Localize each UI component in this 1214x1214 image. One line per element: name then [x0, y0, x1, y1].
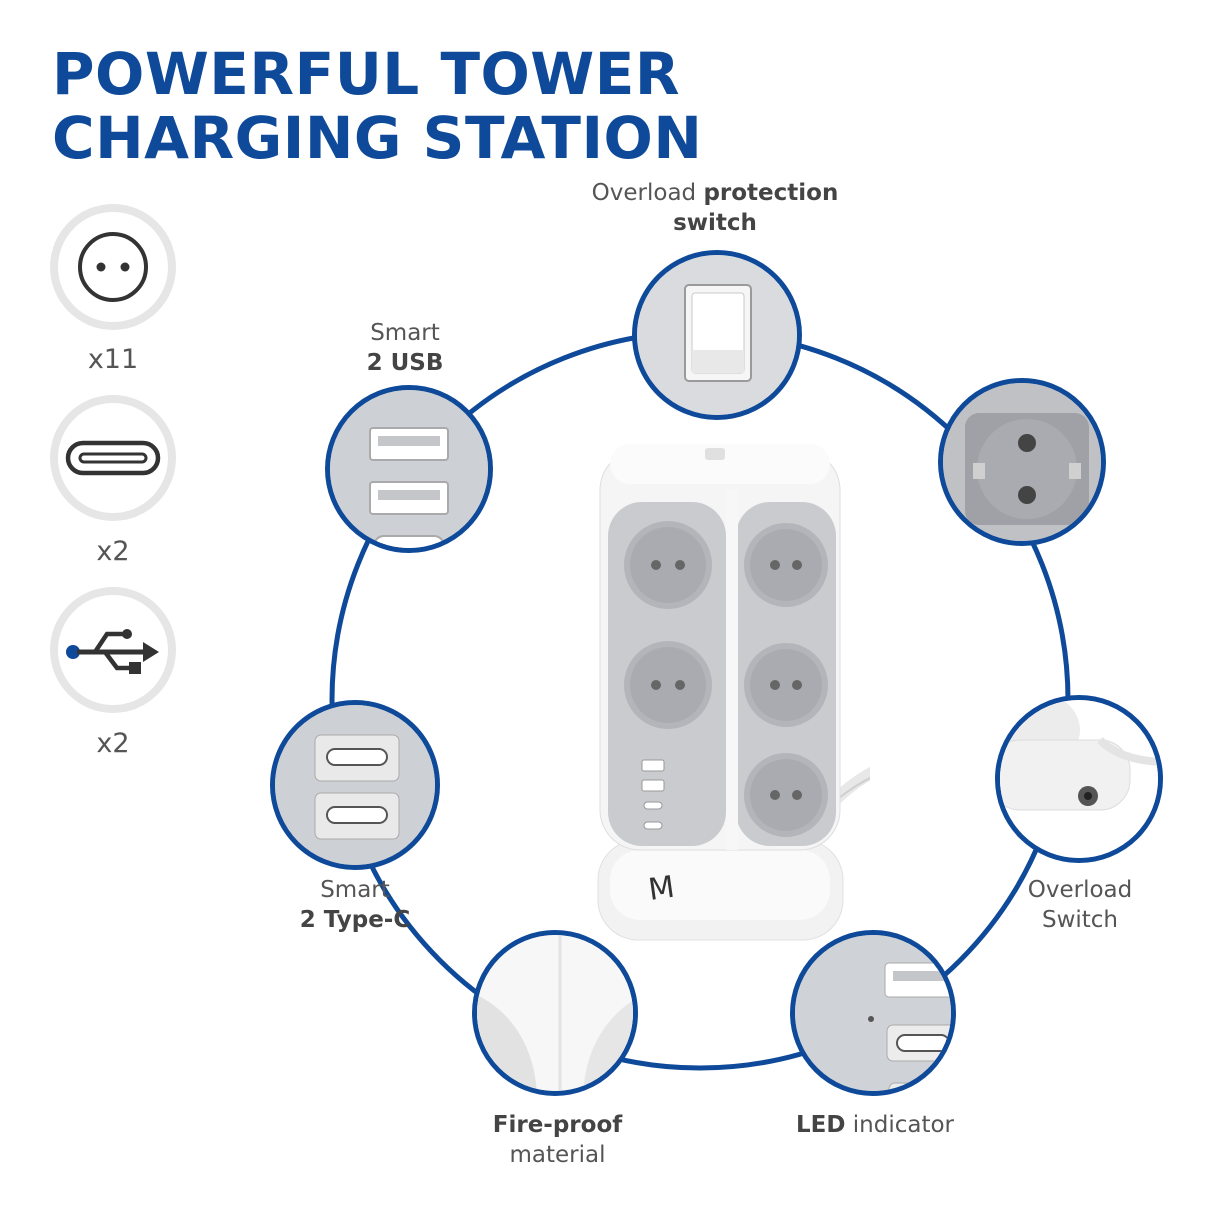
- label-fire-proof: Fire-proof material: [492, 1112, 623, 1168]
- svg-text:M: M: [646, 870, 677, 908]
- tower-product-image: M: [597, 444, 870, 941]
- label-led-indicator: LED indicator: [795, 1112, 955, 1138]
- feature-circle-led: [790, 930, 956, 1096]
- spec-socket-circle: [50, 204, 176, 330]
- feature-circle-socket: [938, 378, 1106, 546]
- usb-icon: [66, 629, 159, 674]
- label-overload-switch: Overload Switch: [1027, 877, 1133, 933]
- spec-usb-circle: [50, 587, 176, 713]
- spec-usb-c-count: x2: [96, 536, 130, 567]
- spec-usb-c-circle: [50, 395, 176, 521]
- label-overload-protection-switch: Overload protection switch: [591, 180, 839, 236]
- feature-circle-usb: [325, 385, 493, 553]
- feature-circle-type-c: [270, 700, 440, 870]
- page-title: POWERFUL TOWER CHARGING STATION: [52, 42, 702, 170]
- title-line-2: CHARGING STATION: [52, 104, 703, 172]
- spec-socket-count: x11: [87, 344, 139, 375]
- feature-circle-fire-proof: [472, 930, 638, 1096]
- feature-circle-switch: [632, 250, 802, 420]
- schuko-socket-icon: [78, 232, 148, 302]
- feature-circle-overload-switch: [995, 695, 1163, 863]
- title-line-1: POWERFUL TOWER: [52, 40, 681, 108]
- label-smart-type-c: Smart 2 Type-C: [299, 877, 411, 933]
- usb-c-icon: [65, 440, 161, 476]
- label-smart-usb: Smart 2 USB: [366, 320, 444, 376]
- spec-usb-count: x2: [96, 728, 130, 759]
